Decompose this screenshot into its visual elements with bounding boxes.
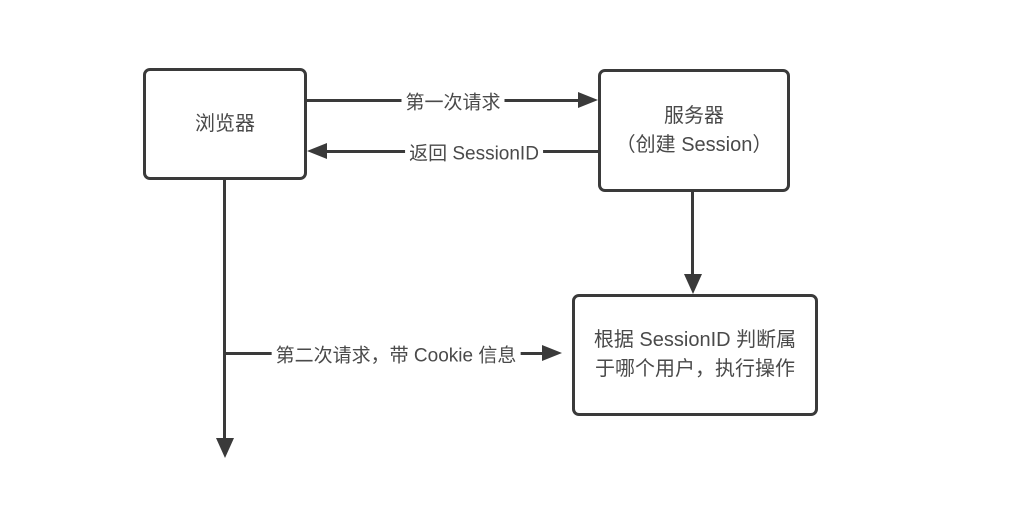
session-handler-label-line2: 于哪个用户，执行操作 [595, 358, 795, 380]
server-node: 服务器 （创建 Session） [598, 69, 790, 192]
arrowhead-right-icon [578, 92, 598, 108]
browser-down-line [223, 180, 226, 438]
arrowhead-down-icon [684, 274, 702, 294]
arrowhead-left-icon [307, 143, 327, 159]
first-request-label: 第一次请求 [401, 87, 505, 115]
browser-node-label: 浏览器 [195, 112, 255, 135]
session-handler-node: 根据 SessionID 判断属 于哪个用户，执行操作 [572, 294, 818, 416]
browser-node: 浏览器 [143, 68, 307, 180]
arrowhead-down-icon [216, 438, 234, 458]
return-sessionid-label: 返回 SessionID [405, 138, 543, 166]
server-node-label-line2: （创建 Session） [615, 133, 773, 156]
server-to-handler-arrow-line [691, 192, 694, 276]
session-handler-label-line1: 根据 SessionID 判断属 [593, 329, 797, 351]
server-node-label-line1: 服务器 [664, 104, 724, 127]
second-request-label: 第二次请求，带 Cookie 信息 [271, 340, 521, 368]
arrowhead-right-icon [542, 345, 562, 361]
